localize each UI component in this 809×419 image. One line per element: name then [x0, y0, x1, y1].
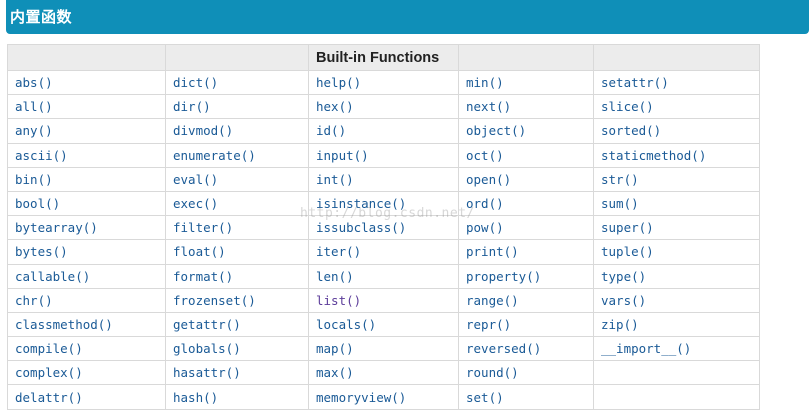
- function-link[interactable]: vars(): [593, 287, 760, 313]
- function-link[interactable]: eval(): [165, 166, 309, 192]
- table-row: any()divmod()id()object()sorted(): [7, 118, 760, 144]
- function-link[interactable]: int(): [308, 166, 459, 192]
- function-link[interactable]: set(): [458, 384, 594, 410]
- function-link[interactable]: object(): [458, 118, 594, 144]
- section-banner: 内置函数: [6, 0, 809, 34]
- function-link[interactable]: float(): [165, 239, 309, 265]
- function-link[interactable]: map(): [308, 336, 459, 362]
- function-link[interactable]: all(): [7, 94, 166, 120]
- function-link[interactable]: locals(): [308, 311, 459, 338]
- function-link[interactable]: divmod(): [165, 118, 309, 144]
- section-title: 内置函数: [10, 8, 73, 26]
- function-link[interactable]: issubclass(): [308, 215, 459, 241]
- function-link[interactable]: getattr(): [165, 311, 309, 338]
- table-row: callable()format()len()property()type(): [7, 263, 760, 289]
- table-row: bin()eval()int()open()str(): [7, 166, 760, 192]
- table-header-row: Built-in Functions: [7, 44, 760, 71]
- table-heading: Built-in Functions: [308, 44, 459, 71]
- function-link[interactable]: __import__(): [593, 336, 760, 362]
- header-cell: [165, 44, 309, 71]
- function-link[interactable]: round(): [458, 360, 594, 386]
- function-link[interactable]: exec(): [165, 190, 309, 217]
- function-link[interactable]: delattr(): [7, 384, 166, 410]
- function-link[interactable]: open(): [458, 166, 594, 192]
- table-body: abs()dict()help()min()setattr()all()dir(…: [7, 69, 760, 410]
- function-link[interactable]: format(): [165, 263, 309, 289]
- builtin-functions-table: Built-in Functions abs()dict()help()min(…: [7, 44, 760, 410]
- function-link[interactable]: any(): [7, 118, 166, 144]
- function-link[interactable]: frozenset(): [165, 287, 309, 313]
- function-link[interactable]: isinstance(): [308, 190, 459, 217]
- function-link[interactable]: chr(): [7, 287, 166, 313]
- function-link[interactable]: pow(): [458, 215, 594, 241]
- function-link[interactable]: bytes(): [7, 239, 166, 265]
- function-link[interactable]: list(): [308, 287, 459, 313]
- function-link[interactable]: complex(): [7, 360, 166, 386]
- function-link[interactable]: oct(): [458, 142, 594, 168]
- function-link[interactable]: hex(): [308, 94, 459, 120]
- empty-cell: [593, 360, 760, 386]
- function-link[interactable]: bin(): [7, 166, 166, 192]
- function-link[interactable]: id(): [308, 118, 459, 144]
- empty-cell: [593, 384, 760, 410]
- function-link[interactable]: ord(): [458, 190, 594, 217]
- header-cell: [458, 44, 594, 71]
- function-link[interactable]: min(): [458, 69, 594, 96]
- function-link[interactable]: hash(): [165, 384, 309, 410]
- function-link[interactable]: type(): [593, 263, 760, 289]
- function-link[interactable]: tuple(): [593, 239, 760, 265]
- table-row: complex()hasattr()max()round(): [7, 360, 760, 386]
- function-link[interactable]: str(): [593, 166, 760, 192]
- function-link[interactable]: zip(): [593, 311, 760, 338]
- function-link[interactable]: iter(): [308, 239, 459, 265]
- function-link[interactable]: repr(): [458, 311, 594, 338]
- function-link[interactable]: abs(): [7, 69, 166, 96]
- function-link[interactable]: super(): [593, 215, 760, 241]
- header-cell: [593, 44, 760, 71]
- header-cell: [7, 44, 166, 71]
- table-row: abs()dict()help()min()setattr(): [7, 69, 760, 96]
- table-row: bool()exec()isinstance()ord()sum(): [7, 190, 760, 217]
- function-link[interactable]: enumerate(): [165, 142, 309, 168]
- function-link[interactable]: next(): [458, 94, 594, 120]
- function-link[interactable]: range(): [458, 287, 594, 313]
- function-link[interactable]: bool(): [7, 190, 166, 217]
- table-row: bytes()float()iter()print()tuple(): [7, 239, 760, 265]
- function-link[interactable]: callable(): [7, 263, 166, 289]
- function-link[interactable]: staticmethod(): [593, 142, 760, 168]
- function-link[interactable]: dir(): [165, 94, 309, 120]
- function-link[interactable]: memoryview(): [308, 384, 459, 410]
- function-link[interactable]: len(): [308, 263, 459, 289]
- function-link[interactable]: help(): [308, 69, 459, 96]
- function-link[interactable]: sorted(): [593, 118, 760, 144]
- function-link[interactable]: print(): [458, 239, 594, 265]
- function-link[interactable]: dict(): [165, 69, 309, 96]
- table-row: delattr()hash()memoryview()set(): [7, 384, 760, 410]
- function-link[interactable]: filter(): [165, 215, 309, 241]
- function-link[interactable]: property(): [458, 263, 594, 289]
- table-row: all()dir()hex()next()slice(): [7, 94, 760, 120]
- function-link[interactable]: classmethod(): [7, 311, 166, 338]
- function-link[interactable]: sum(): [593, 190, 760, 217]
- table-row: ascii()enumerate()input()oct()staticmeth…: [7, 142, 760, 168]
- function-link[interactable]: ascii(): [7, 142, 166, 168]
- table-row: compile()globals()map()reversed()__impor…: [7, 336, 760, 362]
- function-link[interactable]: hasattr(): [165, 360, 309, 386]
- function-link[interactable]: compile(): [7, 336, 166, 362]
- table-row: classmethod()getattr()locals()repr()zip(…: [7, 311, 760, 338]
- function-link[interactable]: input(): [308, 142, 459, 168]
- function-link[interactable]: globals(): [165, 336, 309, 362]
- function-link[interactable]: slice(): [593, 94, 760, 120]
- table-row: chr()frozenset()list()range()vars(): [7, 287, 760, 313]
- function-link[interactable]: max(): [308, 360, 459, 386]
- function-link[interactable]: bytearray(): [7, 215, 166, 241]
- function-link[interactable]: setattr(): [593, 69, 760, 96]
- function-link[interactable]: reversed(): [458, 336, 594, 362]
- table-row: bytearray()filter()issubclass()pow()supe…: [7, 215, 760, 241]
